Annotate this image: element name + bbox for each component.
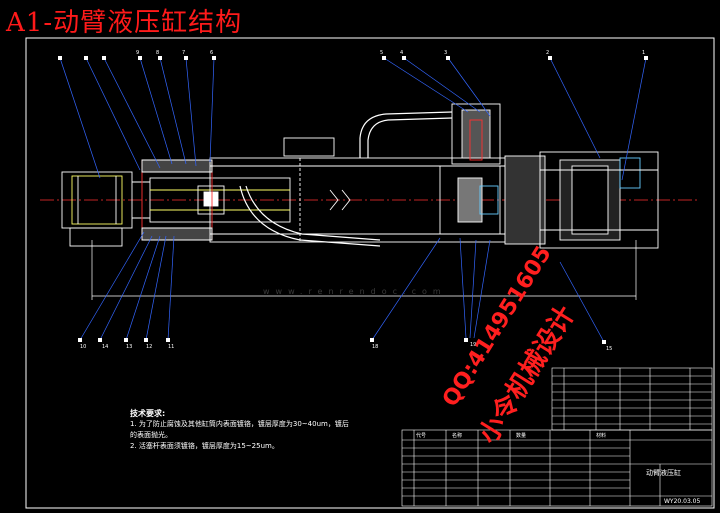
piston [439, 165, 501, 235]
technical-notes: 技术要求: 1. 为了防止腐蚀及其他缸筒内表面镀铬，镀层厚度为30~40um，镀… [130, 408, 349, 452]
tb-header-qty: 数量 [516, 433, 527, 439]
part-label: 8 [156, 50, 159, 56]
cylinder-base [504, 151, 659, 249]
part-label: 2 [546, 50, 549, 56]
part-label: 13 [126, 344, 132, 350]
part-label: 3 [444, 50, 447, 56]
notes-line: 1. 为了防止腐蚀及其他缸筒内表面镀铬，镀层厚度为30~40um，镀后 [130, 420, 349, 428]
part-label: 15 [606, 346, 612, 352]
part-label: 1 [642, 50, 645, 56]
part-label: 5 [380, 50, 383, 56]
part-label: 4 [400, 50, 403, 56]
notes-line: 2. 活塞杆表面须镀铬，镀层厚度为15~25um。 [130, 442, 279, 450]
rod-end-eye [61, 171, 150, 247]
site-watermark: www.renrendoc.com [263, 287, 447, 296]
tb-header-code: 代号 [416, 433, 427, 439]
part-label: 6 [210, 50, 213, 56]
parts-list [551, 367, 713, 431]
leader-lines-top [59, 57, 647, 181]
tb-header-material: 材料 [596, 433, 607, 439]
tb-drawing-code: WY20.03.05 [664, 498, 701, 505]
part-label: 10 [80, 344, 86, 350]
pipe-fitting [283, 103, 501, 165]
notes-heading: 技术要求: [130, 409, 166, 418]
part-labels-bottom: 14 13 12 11 10 18 19 15 [80, 342, 612, 352]
overall-dimension [91, 240, 637, 300]
part-label: 18 [372, 344, 378, 350]
part-label: 7 [182, 50, 185, 56]
notes-line: 的表面抛光。 [130, 431, 172, 439]
title-block [401, 429, 713, 507]
leader-lines-bottom [79, 231, 605, 343]
part-label: 12 [146, 344, 152, 350]
part-labels-top: 9 8 7 6 5 4 3 2 1 [136, 50, 645, 56]
tb-drawing-name: 动臂液压缸 [646, 469, 681, 477]
drawing-title: A1-动臂液压缸结构 [6, 8, 243, 38]
drawing-frame [25, 37, 715, 509]
piston-rod [149, 177, 291, 223]
part-label: 9 [136, 50, 139, 56]
leader-tabs [58, 56, 648, 344]
part-label: 19 [470, 342, 476, 348]
tb-header-name: 名称 [452, 433, 463, 439]
part-label: 14 [102, 344, 108, 350]
oil-pipe [239, 111, 453, 247]
part-label: 11 [168, 344, 174, 350]
